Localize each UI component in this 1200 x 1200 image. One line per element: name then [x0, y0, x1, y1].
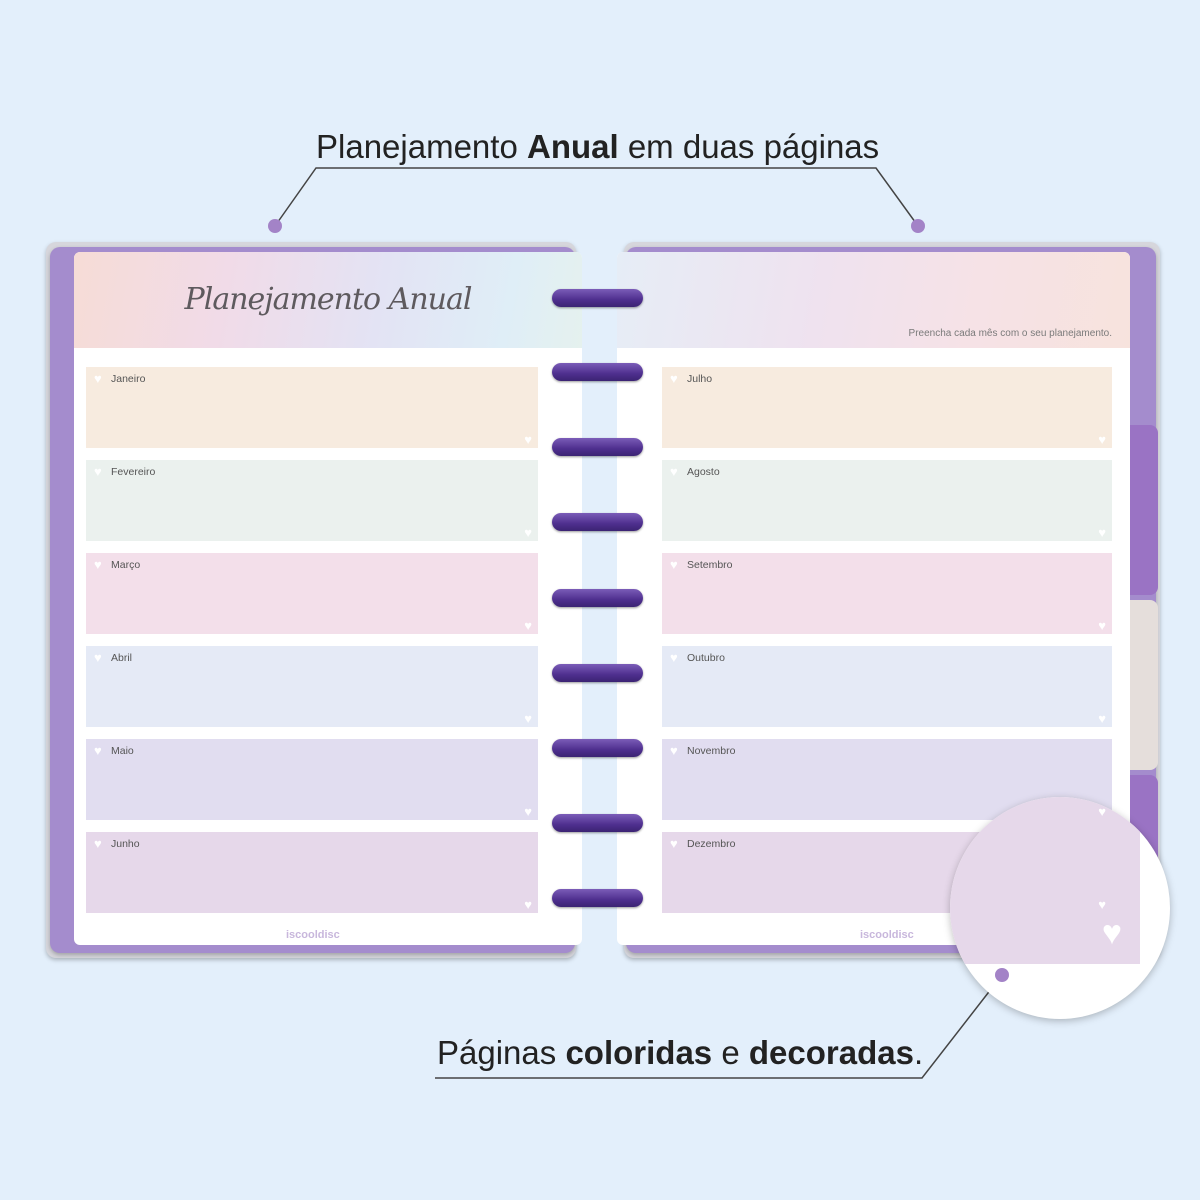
month-label: Dezembro — [687, 838, 736, 850]
month-label: Maio — [111, 745, 134, 757]
month-box[interactable]: ♥ Março ♥ — [86, 553, 538, 634]
heart-icon: ♥ — [1098, 618, 1106, 633]
month-box[interactable]: ♥ Agosto ♥ — [662, 460, 1112, 541]
heart-icon: ♥ — [670, 650, 678, 665]
binder-ring — [552, 289, 643, 307]
month-box[interactable]: ♥ Julho ♥ — [662, 367, 1112, 448]
month-label: Setembro — [687, 559, 733, 571]
caption-bold: decoradas — [748, 1034, 914, 1071]
caption-bold: coloridas — [565, 1034, 713, 1071]
left-page: Planejamento Anual ♥Janeiro♥♥Fevereiro♥♥… — [74, 252, 582, 945]
month-box[interactable]: ♥ Outubro ♥ — [662, 646, 1112, 727]
binder-ring — [552, 664, 643, 682]
magnifier-circle: ♥ — [950, 797, 1170, 1019]
heart-icon: ♥ — [670, 743, 678, 758]
heart-icon: ♥ — [524, 897, 532, 912]
heart-icon: ♥ — [1098, 525, 1106, 540]
heart-icon: ♥ — [1098, 432, 1106, 447]
divider-tab[interactable] — [1128, 600, 1158, 770]
caption-text: Planejamento — [316, 128, 527, 165]
heart-icon: ♥ — [1098, 804, 1106, 819]
callout-dot — [268, 219, 282, 233]
heart-icon: ♥ — [670, 371, 678, 386]
month-box[interactable]: ♥ Maio ♥ — [86, 739, 538, 820]
heart-icon: ♥ — [1098, 897, 1106, 912]
month-label: Outubro — [687, 652, 725, 664]
heart-icon: ♥ — [524, 525, 532, 540]
month-label: Fevereiro — [111, 466, 156, 478]
page-title: Planejamento Anual — [184, 282, 473, 317]
month-box[interactable]: ♥ Abril ♥ — [86, 646, 538, 727]
heart-icon: ♥ — [94, 371, 102, 386]
callout-dot — [995, 968, 1009, 982]
month-label: Abril — [111, 652, 133, 664]
heart-icon: ♥ — [94, 557, 102, 572]
brand-logo: iscooldisc — [286, 929, 340, 941]
binder-ring — [552, 513, 643, 531]
binder-ring — [552, 889, 643, 907]
bottom-caption: Páginas coloridas e decoradas. — [437, 1034, 923, 1072]
heart-icon: ♥ — [524, 711, 532, 726]
month-label: Março — [111, 559, 141, 571]
callout-dot — [911, 219, 925, 233]
heart-icon: ♥ — [670, 836, 678, 851]
heart-icon: ♥ — [94, 836, 102, 851]
binder-ring — [552, 739, 643, 757]
top-caption: Planejamento Anual em duas páginas — [316, 128, 879, 166]
month-box[interactable]: ♥ Junho ♥ — [86, 832, 538, 913]
month-label: Janeiro — [111, 373, 146, 385]
heart-icon: ♥ — [94, 743, 102, 758]
heart-icon: ♥ — [1101, 914, 1122, 952]
month-label: Novembro — [687, 745, 736, 757]
caption-text: Páginas — [437, 1034, 566, 1071]
brand-logo: iscooldisc — [860, 929, 914, 941]
month-label: Julho — [687, 373, 713, 385]
heart-icon: ♥ — [670, 464, 678, 479]
binder-ring — [552, 589, 643, 607]
caption-text: . — [913, 1034, 924, 1071]
month-box[interactable]: ♥ Fevereiro ♥ — [86, 460, 538, 541]
page-header: Preencha cada mês com o seu planejamento… — [617, 252, 1130, 348]
binder-ring — [552, 438, 643, 456]
page-hint: Preencha cada mês com o seu planejamento… — [908, 328, 1112, 339]
caption-text: e — [712, 1034, 749, 1071]
binder-ring — [552, 814, 643, 832]
binder-ring — [552, 363, 643, 381]
heart-icon: ♥ — [94, 650, 102, 665]
divider-tab[interactable] — [1128, 425, 1158, 595]
heart-icon: ♥ — [1098, 711, 1106, 726]
magnified-month-box: ♥ — [950, 797, 1140, 964]
heart-icon: ♥ — [524, 618, 532, 633]
month-label: Junho — [111, 838, 140, 850]
heart-icon: ♥ — [94, 464, 102, 479]
heart-icon: ♥ — [524, 432, 532, 447]
caption-text: em duas páginas — [618, 128, 880, 165]
caption-bold: Anual — [526, 128, 619, 165]
heart-icon: ♥ — [524, 804, 532, 819]
heart-icon: ♥ — [670, 557, 678, 572]
page-header: Planejamento Anual — [74, 252, 582, 348]
month-box[interactable]: ♥ Janeiro ♥ — [86, 367, 538, 448]
month-box[interactable]: ♥ Setembro ♥ — [662, 553, 1112, 634]
month-label: Agosto — [687, 466, 720, 478]
